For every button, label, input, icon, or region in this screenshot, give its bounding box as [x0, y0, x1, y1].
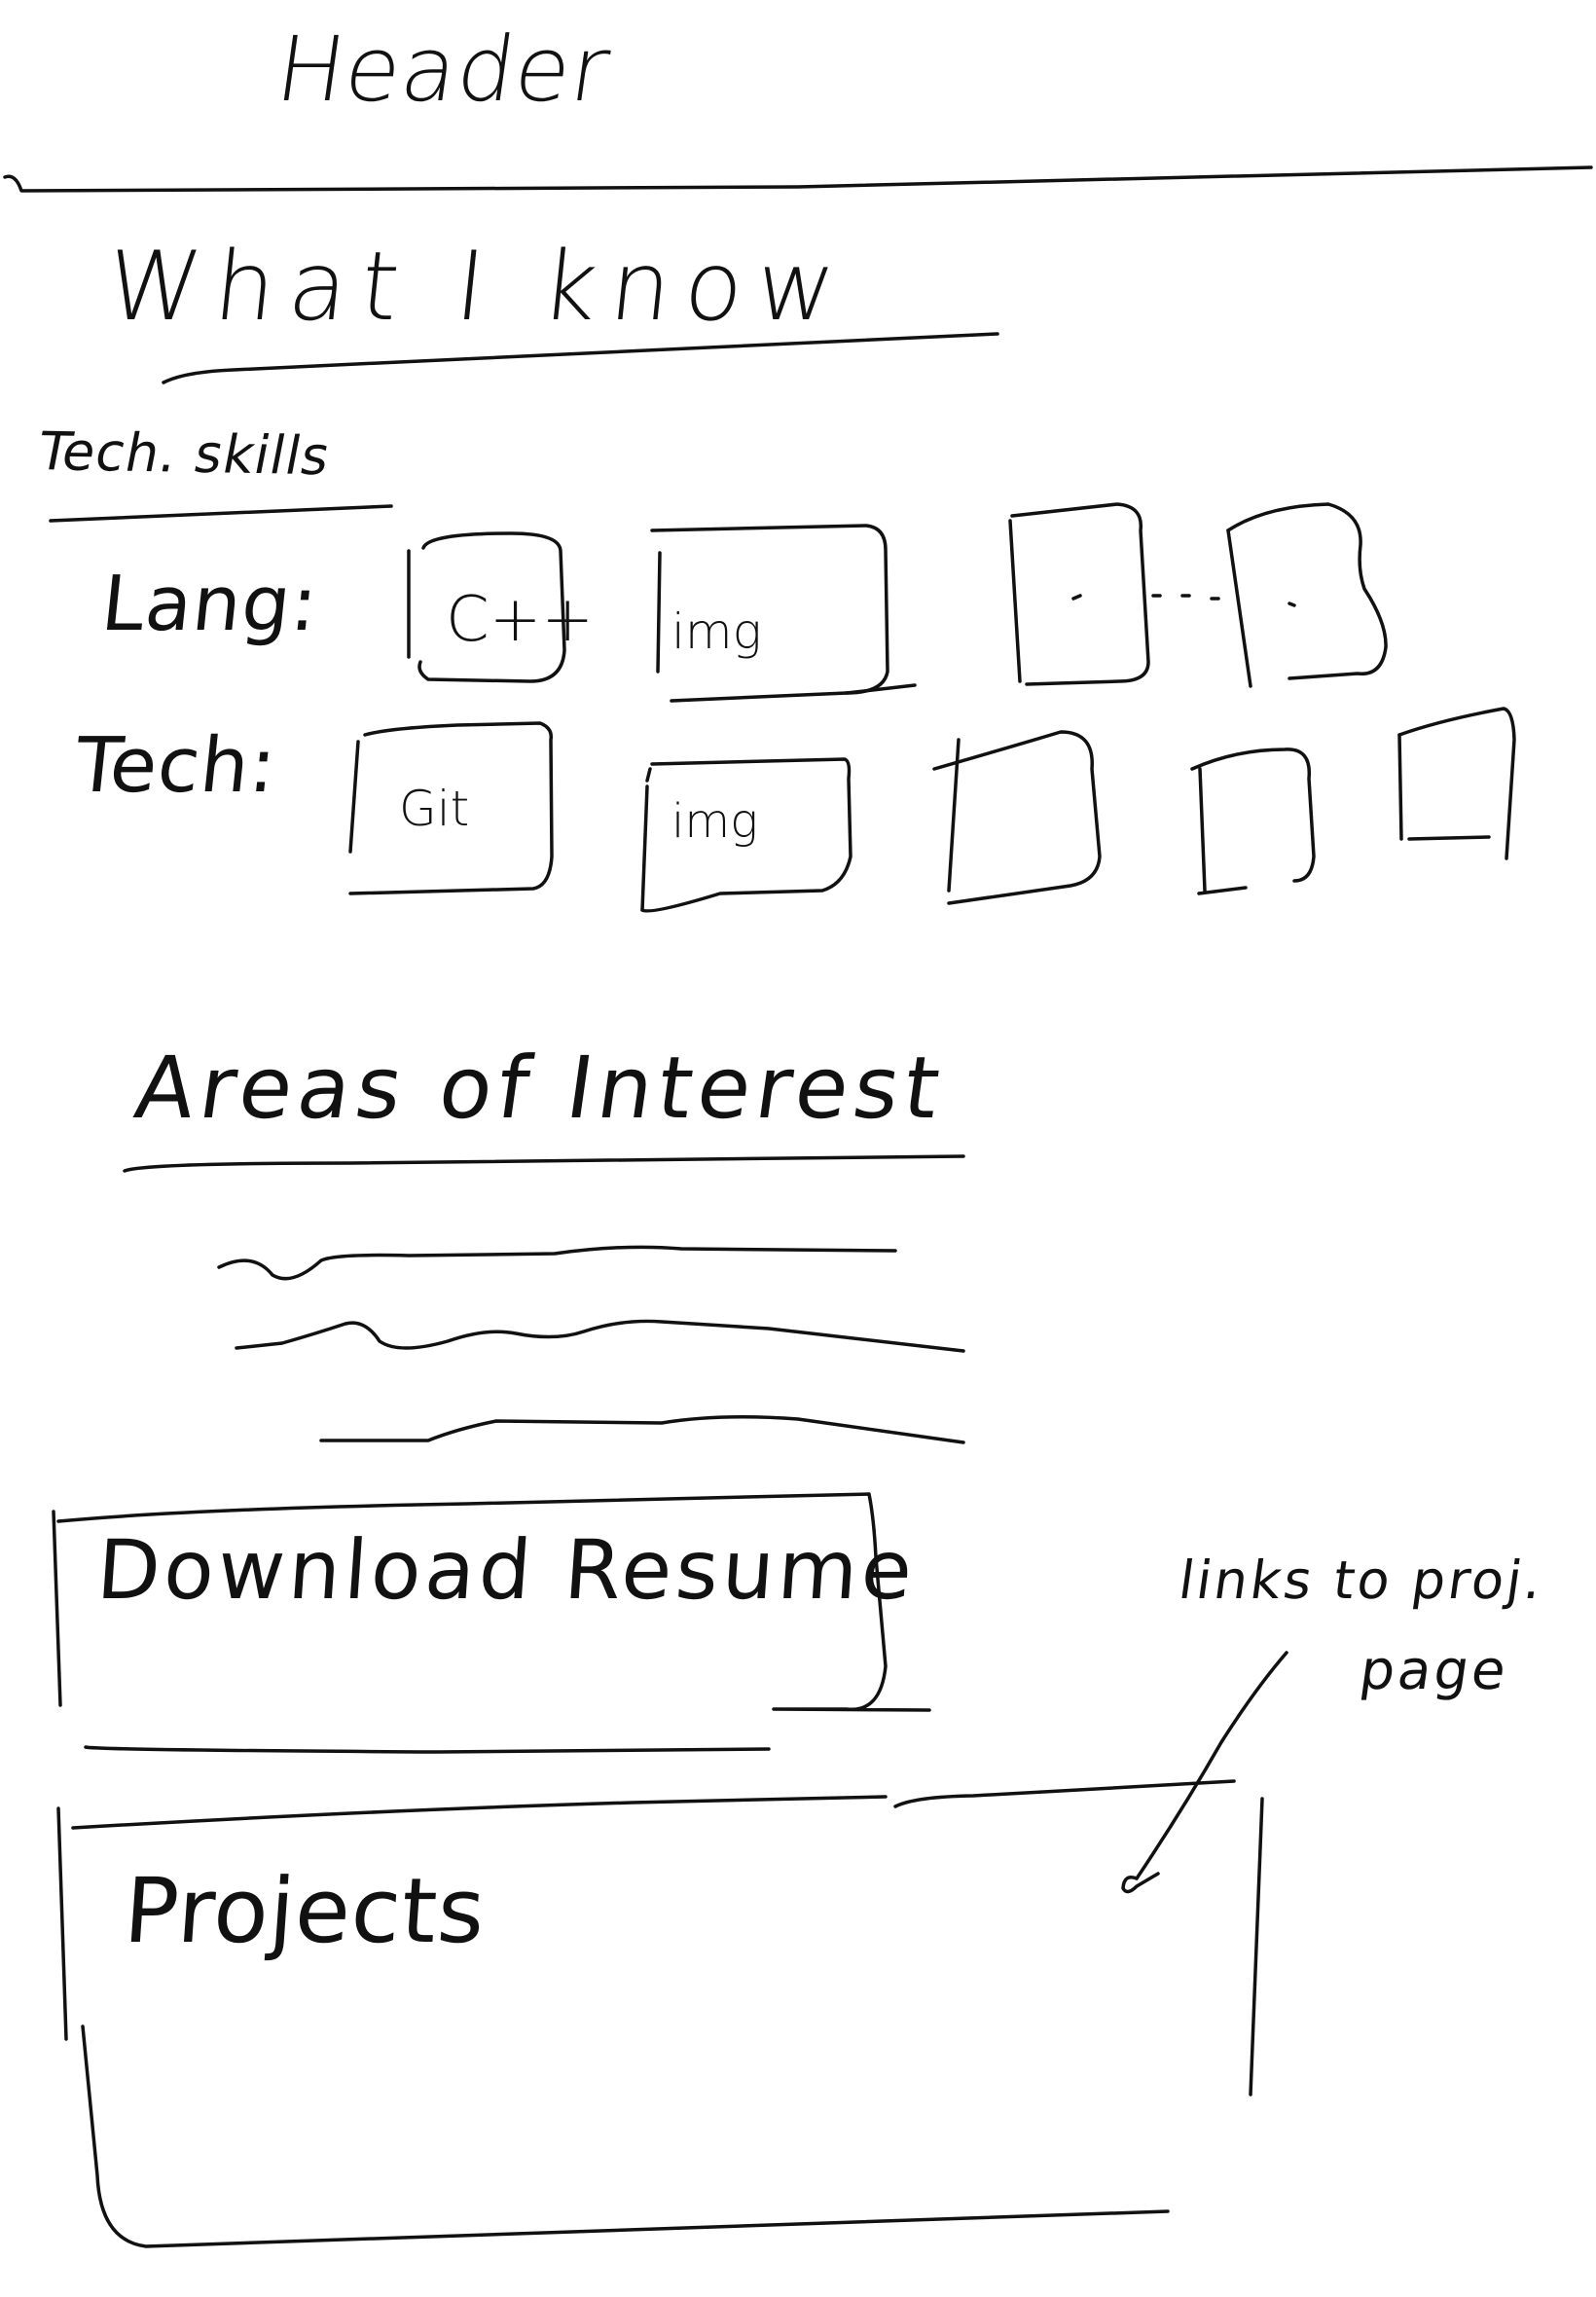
tech-skills-underline	[49, 504, 393, 523]
lang-tile-cpp[interactable]	[407, 531, 566, 683]
download-resume-box[interactable]	[52, 1492, 931, 1754]
lang-tile-img-label: img	[671, 603, 762, 660]
languages-label: Lang:	[97, 561, 323, 648]
lang-tile-img[interactable]	[650, 524, 917, 703]
lang-ellipsis	[1151, 594, 1220, 601]
download-resume-label: Download Resume	[93, 1522, 920, 1618]
areas-of-interest-heading: Areas of Interest	[128, 1038, 952, 1138]
lang-tile-placeholder-2[interactable]	[1226, 502, 1388, 688]
what-i-know-underline	[162, 332, 999, 384]
tech-tile-placeholder-3[interactable]	[1397, 707, 1516, 860]
interest-placeholder-line-3	[319, 1415, 965, 1444]
technologies-label: Tech:	[71, 722, 281, 810]
interest-placeholder-line-2	[235, 1319, 965, 1353]
annotation-line-1: links to proj.	[1175, 1550, 1549, 1611]
tech-tile-img[interactable]	[640, 757, 852, 913]
annotation-arrow	[1121, 1651, 1288, 1894]
tech-tile-img-label: img	[671, 794, 758, 849]
interest-placeholder-line-1	[217, 1245, 897, 1281]
projects-label: Projects	[121, 1859, 490, 1963]
tech-tile-git[interactable]	[348, 721, 554, 895]
page-header-title: Header	[270, 18, 617, 122]
what-i-know-heading: What I know	[101, 232, 854, 343]
lang-tile-cpp-label: C++	[446, 584, 594, 656]
header-divider	[3, 165, 1593, 193]
tech-tile-placeholder-2[interactable]	[1190, 747, 1316, 895]
areas-of-interest-underline	[123, 1154, 965, 1173]
projects-box[interactable]	[56, 1779, 1264, 2248]
tech-tile-git-label: Git	[399, 781, 470, 837]
tech-tile-placeholder-1[interactable]	[932, 730, 1102, 905]
lang-tile-placeholder-1[interactable]	[1008, 502, 1150, 686]
annotation-line-2: page	[1356, 1639, 1513, 1702]
tech-skills-label: Tech. skills	[32, 420, 336, 488]
